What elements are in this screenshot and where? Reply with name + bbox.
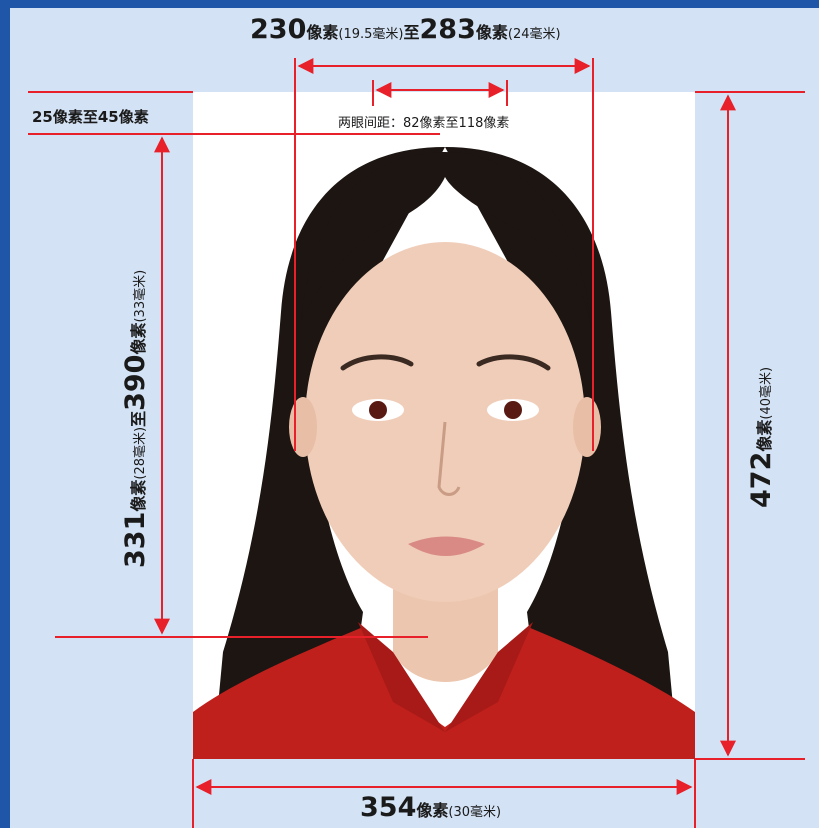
mouth — [408, 536, 485, 556]
shirt — [193, 627, 695, 759]
head-height-min-value: 331 — [120, 511, 151, 568]
head-height-max-value: 390 — [120, 354, 151, 411]
head-margin-label: 25像素至45像素 — [32, 108, 149, 126]
right-eyebrow — [476, 354, 551, 371]
left-pupil — [369, 401, 387, 419]
hair — [213, 147, 678, 759]
eye-distance-label: 两眼间距：82像素至118像素 — [338, 116, 510, 131]
photo-width-unit: 像素 — [416, 801, 449, 820]
photo-width-value: 354 — [360, 792, 417, 823]
head-height-max-unit: 像素 — [129, 322, 148, 355]
head-height-min-mm: (28毫米) — [133, 426, 148, 480]
left-eyebrow — [340, 354, 414, 371]
diagram-canvas: 230像素(19.5毫米)至283像素(24毫米) 两眼间距：82像素至118像… — [10, 8, 819, 828]
head-height-label: 331像素(28毫米)至390像素(33毫米) — [120, 270, 151, 568]
face-width-min-value: 230 — [250, 14, 307, 45]
hair-fringe — [301, 152, 591, 332]
face-width-min-mm: (19.5毫米) — [338, 27, 404, 42]
face-width-to: 至 — [403, 23, 420, 42]
face-width-max-value: 283 — [419, 14, 476, 45]
face-width-max-mm: (24毫米) — [507, 27, 561, 42]
collar — [358, 622, 533, 732]
head-height-min-unit: 像素 — [129, 479, 148, 512]
photo-height-mm: (40毫米) — [759, 366, 774, 420]
portrait-illustration — [193, 147, 695, 759]
right-pupil — [504, 401, 522, 419]
measurement-overlay — [28, 58, 805, 828]
photo-width-mm: (30毫米) — [448, 805, 502, 820]
photo-height-unit: 像素 — [755, 419, 774, 452]
face-width-min-unit: 像素 — [306, 23, 339, 42]
portrait-photo — [193, 92, 695, 759]
photo-width-label: 354像素(30毫米) — [360, 792, 501, 823]
head-height-to: 至 — [129, 410, 148, 427]
head-height-max-mm: (33毫米) — [133, 269, 148, 323]
nose — [437, 421, 461, 496]
photo-height-value: 472 — [746, 451, 777, 508]
face-width-max-unit: 像素 — [475, 23, 508, 42]
face-width-label: 230像素(19.5毫米)至283像素(24毫米) — [250, 14, 561, 45]
photo-height-label: 472像素(40毫米) — [746, 367, 777, 508]
